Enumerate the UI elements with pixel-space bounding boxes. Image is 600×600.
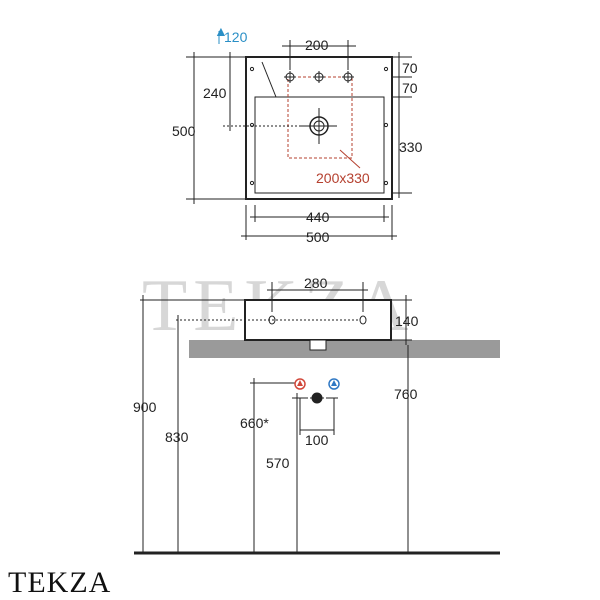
dim-depth-overall: 500	[172, 123, 196, 139]
dim-width-overall: 500	[306, 229, 330, 245]
dim-drain-height: 570	[266, 455, 290, 471]
brand-logo: TEKZA	[8, 566, 112, 599]
countertop	[189, 340, 500, 358]
cold-valve-icon	[328, 378, 340, 390]
tap-hole-right	[342, 71, 354, 83]
dim-floor-to-waste: 830	[165, 429, 189, 445]
tap-offset-leader	[261, 61, 277, 98]
basin-outline-top	[245, 56, 393, 200]
mounting-points	[249, 66, 389, 186]
dim-supply-height: 660*	[240, 415, 269, 431]
tap-hole-left	[284, 71, 296, 83]
top-view	[186, 31, 412, 240]
dim-drain-offset: 240	[203, 85, 227, 101]
overflow-slot-right	[359, 315, 367, 325]
dim-bowl-width: 440	[306, 209, 330, 225]
waste-outlet	[309, 339, 327, 351]
dim-basin-height: 140	[395, 313, 419, 329]
bowl-outline-top	[254, 96, 385, 194]
side-view	[134, 282, 500, 555]
tap-offset-arrow-icon: ▲	[214, 23, 228, 39]
dim-tap-offset: 120	[224, 29, 248, 45]
wall-drain	[310, 392, 324, 404]
cutout-leader	[339, 149, 361, 169]
hot-valve-icon	[294, 378, 306, 390]
cutout-outline	[287, 76, 353, 159]
dim-waste-spacing: 280	[304, 275, 328, 291]
tap-hole-center	[313, 71, 325, 83]
dim-counter-height: 760	[394, 386, 418, 402]
dim-floor-to-top: 900	[133, 399, 157, 415]
dim-tap-spacing: 200	[305, 37, 329, 53]
dim-supply-spacing: 100	[305, 432, 329, 448]
dim-cutout: 200x330	[316, 170, 370, 186]
drain-top	[301, 108, 337, 144]
dim-top-band-1: 70	[402, 60, 418, 76]
dim-bowl-depth: 330	[399, 139, 423, 155]
dim-top-band-2: 70	[402, 80, 418, 96]
